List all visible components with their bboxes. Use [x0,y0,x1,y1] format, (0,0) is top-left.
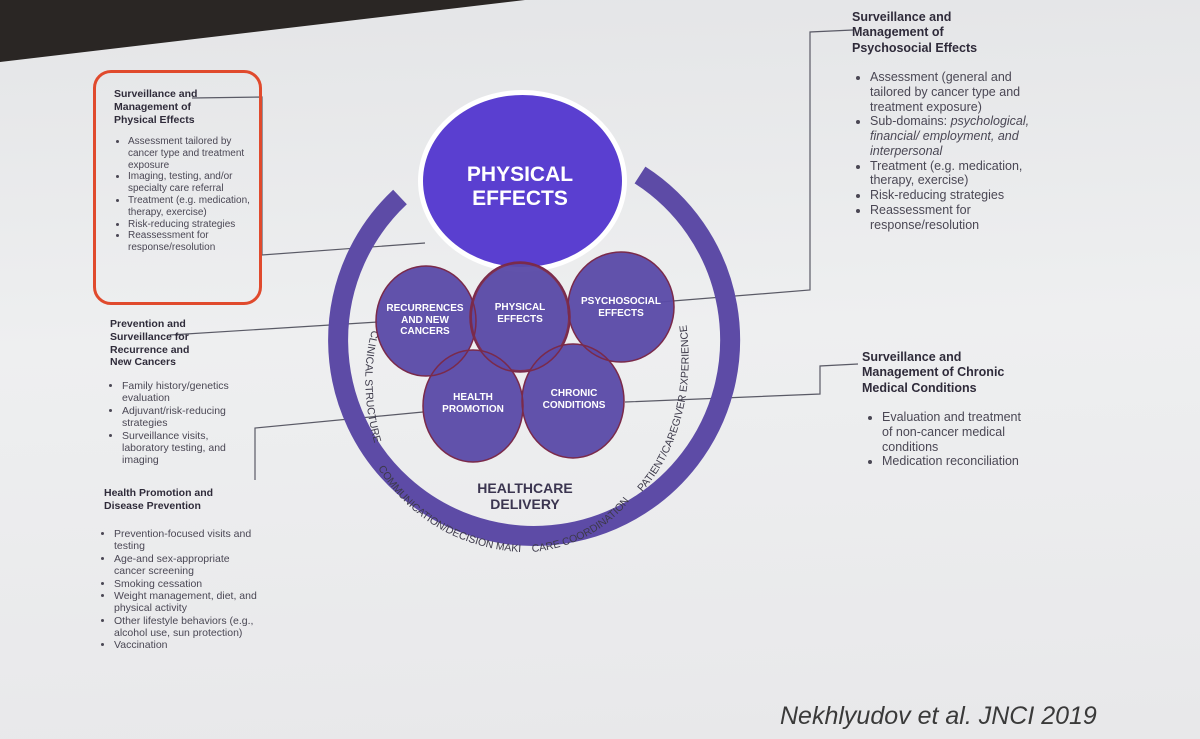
section-recurrence-bullets: Family history/genetics evaluationAdjuva… [106,380,252,467]
bullet-item: Smoking cessation [114,578,259,590]
bullet-item: Imaging, testing, and/or specialty care … [128,171,258,195]
bullet-item: Assessment (general and tailored by canc… [870,70,1030,114]
bullet-item: Treatment (e.g. medication, therapy, exe… [870,159,1030,189]
section-health-title: Health Promotion and Disease Prevention [104,487,214,512]
connector-health-promotion [254,411,424,480]
highlight-box [93,70,262,305]
bullet-text: Sub-domains: [870,114,948,129]
bullet-item: Weight management, diet, and physical ac… [114,590,259,615]
bullet-text: Reassessment for response/resolution [870,202,980,232]
circle-physical-label: PHYSICAL EFFECTS [494,302,546,325]
section-psychosocial-bullets: Assessment (general and tailored by canc… [854,70,1030,232]
bullet-item: Risk-reducing strategies [870,188,1030,203]
bullet-item: Treatment (e.g. medication, therapy, exe… [128,195,258,219]
circle-health-promotion-label: HEALTH PROMOTION [442,392,504,415]
bullet-item: Reassessment for response/resolution [128,230,258,254]
bullet-item: Surveillance visits, laboratory testing,… [122,430,252,467]
bullet-item: Evaluation and treatment of non-cancer m… [882,410,1022,454]
bullet-item: Adjuvant/risk-reducing strategies [122,405,252,430]
section-chronic-title: Surveillance and Management of Chronic M… [862,350,1005,395]
bullet-item: Sub-domains: psychological, financial/ e… [870,114,1030,158]
citation: Nekhlyudov et al. JNCI 2019 [780,702,1097,730]
bullet-text: Assessment (general and tailored by canc… [870,70,1021,114]
healthcare-delivery-label: HEALTHCARE DELIVERY [477,480,573,513]
bullet-item: Medication reconciliation [882,454,1022,469]
section-physical-bullets: Assessment tailored by cancer type and t… [112,136,258,254]
circle-health-promotion [423,350,523,462]
circle-psychosocial [568,252,674,362]
circle-chronic [522,344,624,458]
circle-psychosocial-label: PSYCHOSOCIAL EFFECTS [580,296,661,319]
bullet-item: Family history/genetics evaluation [122,380,252,405]
bullet-text: Risk-reducing strategies [870,188,1005,202]
connector-physical [191,96,426,256]
section-psychosocial-title: Surveillance and Management of Psychosoc… [852,10,978,55]
section-health-bullets: Prevention-focused visits and testingAge… [98,528,259,652]
bullet-item: Risk-reducing strategies [128,219,258,231]
main-circle-label: PHYSICAL EFFECTS [466,163,574,211]
section-chronic-bullets: Evaluation and treatment of non-cancer m… [866,410,1022,469]
circle-chronic-label: CHRONIC CONDITIONS [542,388,606,411]
bullet-item: Vaccination [114,639,259,651]
bullet-item: Reassessment for response/resolution [870,203,1030,233]
section-recurrence-title: Prevention and Surveillance for Recurren… [110,318,190,369]
bullet-italic-text: psychological, financial/ employment, an… [870,114,1030,158]
bullet-item: Assessment tailored by cancer type and t… [128,136,258,171]
bullet-item: Age-and sex-appropriate cancer screening [114,553,259,578]
circle-recurrences-label: RECURRENCES AND NEW CANCERS [386,303,464,337]
bullet-item: Prevention-focused visits and testing [114,528,259,553]
section-physical-title: Surveillance and Management of Physical … [114,88,198,126]
bullet-text: Treatment (e.g. medication, therapy, exe… [870,158,1023,188]
bullet-item: Other lifestyle behaviors (e.g., alcohol… [114,615,259,640]
